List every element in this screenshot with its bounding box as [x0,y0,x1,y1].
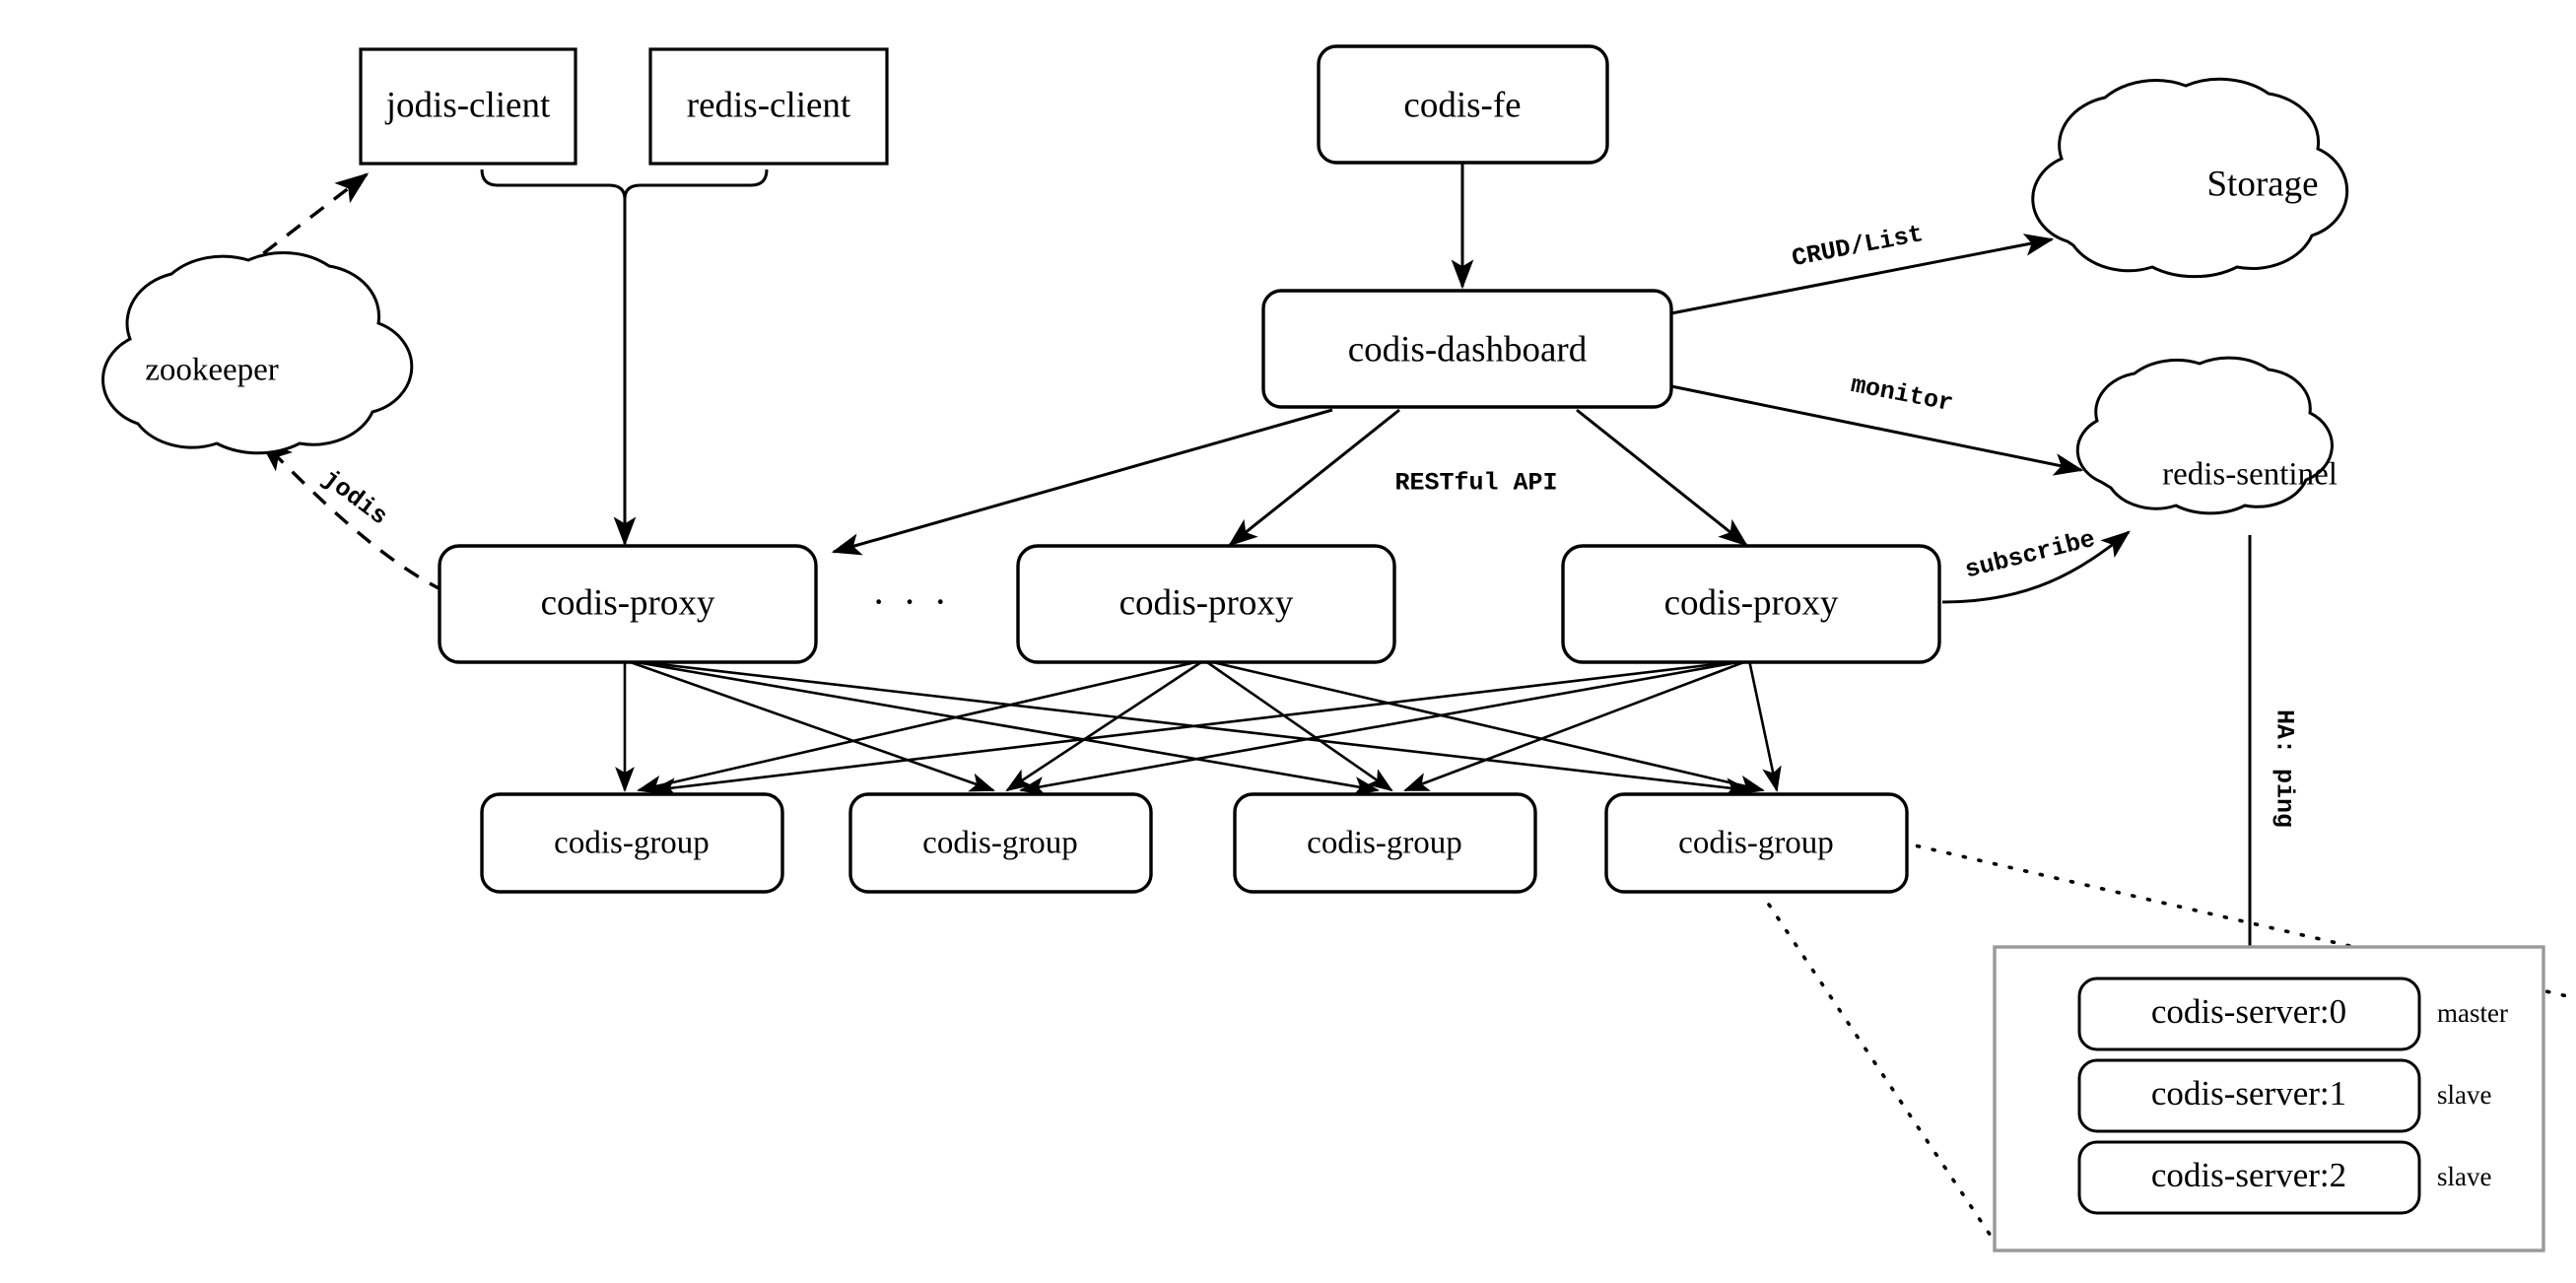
codis-fe-label: codis-fe [1403,85,1521,125]
codis-group-4-label: codis-group [1678,826,1834,861]
redis-client-label: redis-client [687,85,851,125]
edge-proxy-to-zookeeper [258,439,445,593]
edge-dashboard-to-sentinel [1670,384,2084,476]
codis-server-1-role: slave [2437,1080,2491,1110]
node-codis-fe[interactable]: codis-fe [1317,44,1609,165]
node-storage[interactable]: Storage [2031,77,2349,279]
zookeeper-label: zookeeper [145,353,279,388]
codis-server-0-role: master [2437,998,2508,1028]
codis-server-2-label: codis-server:2 [2151,1156,2346,1194]
codis-group-3-label: codis-group [1307,826,1462,861]
codis-server-0-label: codis-server:0 [2151,992,2346,1031]
node-jodis-client[interactable]: jodis-client [359,47,577,166]
node-codis-server-0[interactable]: codis-server:0 [2077,977,2421,1051]
codis-group-2-label: codis-group [922,826,1078,861]
codis-proxy-1-label: codis-proxy [541,582,715,623]
node-codis-group-4[interactable]: codis-group [1604,792,1909,894]
node-codis-proxy-2[interactable]: codis-proxy [1016,544,1396,664]
node-codis-group-3[interactable]: codis-group [1233,792,1537,894]
edge-dashboard-to-proxy2 [1228,408,1400,547]
edge-label-ha-ping: HA: ping [2270,709,2298,828]
edge-label-monitor: monitor [1849,371,1956,419]
edge-dashboard-to-proxy1 [831,408,1333,556]
edge-proxy3-to-sentinel [1941,530,2131,604]
node-codis-dashboard[interactable]: codis-dashboard [1261,289,1673,409]
codis-server-panel: codis-server:0 master codis-server:1 sla… [1993,945,2545,1252]
storage-label: Storage [2206,164,2318,204]
jodis-client-label: jodis-client [384,85,551,125]
client-brace [480,169,769,547]
edge-label-restful-api: RESTful API [1394,469,1557,498]
node-zookeeper[interactable]: zookeeper [102,251,414,455]
edge-label-subscribe: subscribe [1962,525,2098,585]
node-codis-proxy-3[interactable]: codis-proxy [1561,544,1941,664]
edge-label-jodis: jodis [316,464,392,531]
node-codis-proxy-1[interactable]: codis-proxy [438,544,818,664]
edge-label-crud-list: CRUD/List [1790,220,1926,273]
redis-sentinel-label: redis-sentinel [2162,457,2338,493]
codis-proxy-3-label: codis-proxy [1664,582,1839,623]
proxy-group-mesh [615,658,1782,798]
expander-line-bottom [1767,903,1997,1244]
codis-group-1-label: codis-group [554,826,710,861]
expander-line-top [1900,841,2576,1000]
codis-server-2-role: slave [2437,1162,2491,1191]
node-codis-group-2[interactable]: codis-group [848,792,1153,894]
node-codis-server-2[interactable]: codis-server:2 [2077,1140,2421,1215]
node-redis-client[interactable]: redis-client [648,47,889,166]
proxy-ellipsis: · · · [872,579,951,624]
node-codis-group-1[interactable]: codis-group [480,792,784,894]
node-codis-server-1[interactable]: codis-server:1 [2077,1058,2421,1133]
edge-dashboard-to-storage [1670,234,2055,315]
node-redis-sentinel[interactable]: redis-sentinel [2075,356,2338,515]
codis-dashboard-label: codis-dashboard [1348,329,1588,370]
edge-dashboard-to-proxy3 [1576,408,1748,547]
codis-server-1-label: codis-server:1 [2151,1074,2346,1113]
codis-proxy-2-label: codis-proxy [1119,582,1294,623]
